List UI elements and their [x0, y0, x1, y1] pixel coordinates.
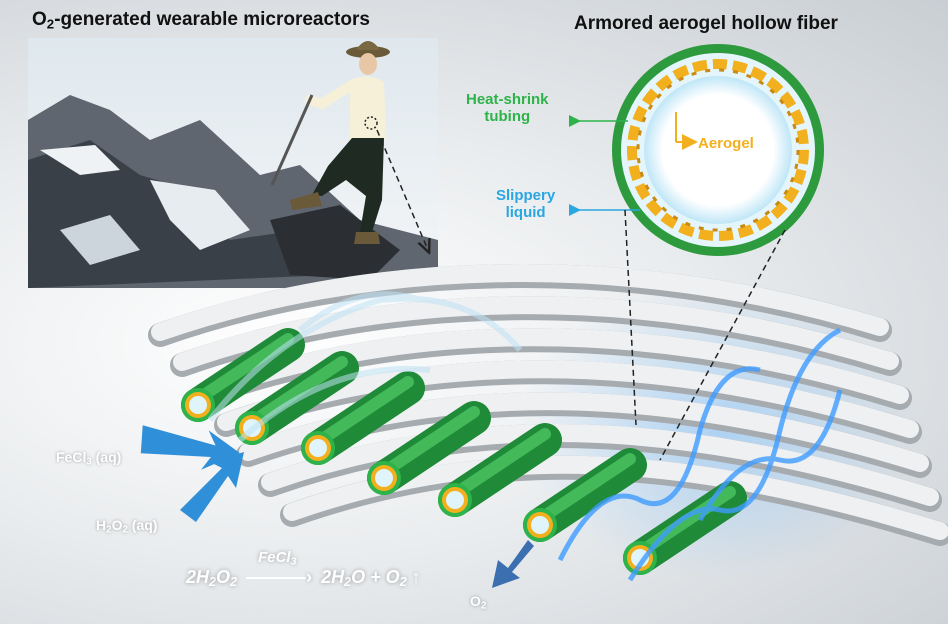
outflow-arrow: [492, 540, 534, 588]
fiber-end-core: [375, 469, 393, 487]
aerogel-label: Aerogel: [698, 136, 754, 153]
o2-output-label: O2: [470, 594, 486, 612]
left-panel-title: O2-generated wearable microreactors: [32, 10, 370, 32]
fiber-end-core: [531, 516, 549, 534]
fiber-end-core: [309, 439, 327, 457]
fiber-end-core: [189, 396, 207, 414]
h2o2-input-label: H2O2 (aq): [96, 518, 157, 536]
right-panel-title: Armored aerogel hollow fiber: [574, 14, 838, 35]
catalyst-label: FeCl3: [258, 550, 296, 568]
reaction-equation: 2H2O2 FeCl3 › 2H2O + O2 ↑: [186, 568, 421, 590]
fiber-end-core: [446, 491, 464, 509]
reaction-arrow: FeCl3 ›: [246, 568, 312, 588]
heat-shrink-label: Heat-shrink tubing: [466, 92, 549, 125]
fecl3-input-label: FeCl3 (aq): [56, 450, 121, 468]
slippery-liquid-label: Slippery liquid: [496, 188, 555, 221]
